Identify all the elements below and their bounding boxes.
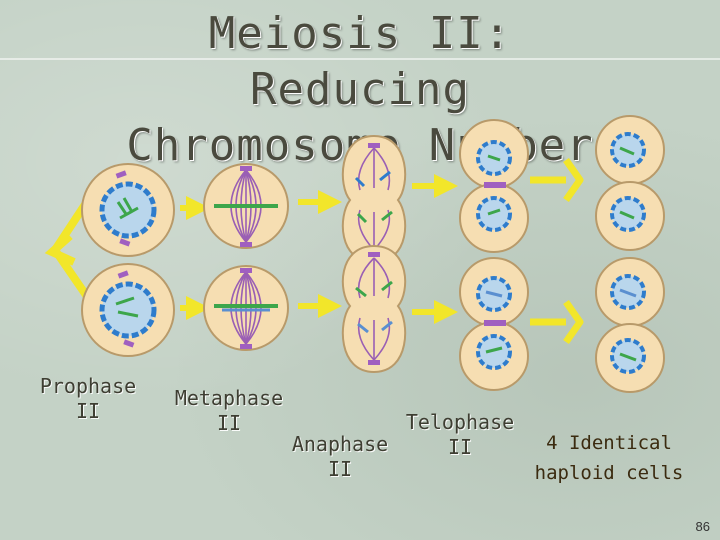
split-arrow-bottom [530, 299, 584, 345]
haploid-cell-2 [595, 181, 665, 251]
label-prophase-line1: Prophase [39, 374, 137, 398]
label-metaphase-line2: II [216, 411, 242, 435]
cell-prophase-top [81, 163, 175, 257]
label-metaphase-ii: Metaphase II [166, 386, 292, 436]
result-line-1: 4 Identical [546, 432, 672, 454]
cell-telophase-top [459, 119, 529, 253]
label-prophase-ii: Prophase II [30, 374, 146, 424]
label-metaphase-line1: Metaphase [174, 386, 284, 410]
cell-metaphase-top [203, 163, 289, 249]
label-telophase-line1: Telophase [405, 410, 515, 434]
label-prophase-line2: II [75, 399, 101, 423]
split-arrow-left [44, 197, 92, 301]
label-telophase-ii: Telophase II [398, 410, 522, 460]
haploid-cell-3 [595, 257, 665, 327]
haploid-cell-4 [595, 323, 665, 393]
haploid-cell-1 [595, 115, 665, 185]
cell-metaphase-bottom [203, 265, 289, 351]
cell-prophase-bottom [81, 263, 175, 357]
result-label: 4 Identical haploid cells [530, 428, 688, 488]
label-anaphase-ii: Anaphase II [284, 432, 396, 482]
result-line-2: haploid cells [534, 462, 684, 484]
cell-anaphase-top [341, 134, 407, 264]
split-arrow-top [530, 157, 584, 203]
cell-telophase-bottom [459, 257, 529, 391]
label-anaphase-line1: Anaphase [291, 432, 389, 456]
label-anaphase-line2: II [327, 457, 353, 481]
title-divider [0, 58, 720, 60]
label-telophase-line2: II [447, 435, 473, 459]
title-line-1: Meiosis II: Reducing [208, 8, 512, 115]
cell-anaphase-bottom [341, 244, 407, 374]
page-number: 86 [695, 519, 710, 534]
